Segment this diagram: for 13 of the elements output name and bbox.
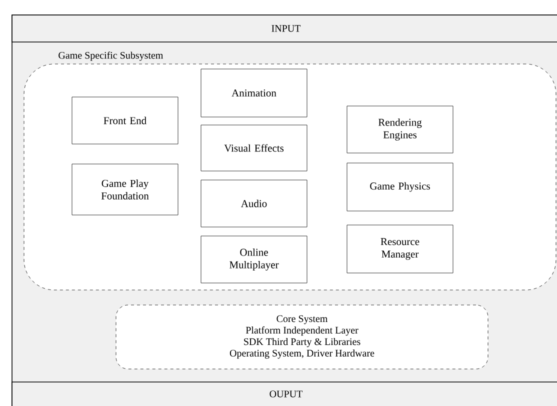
component-box: Online Multiplayer (200, 236, 308, 284)
component-box: Animation (200, 68, 308, 118)
component-box: Front End (72, 96, 178, 144)
band-box: OUPUT (12, 382, 557, 406)
component-box: Rendering Engines (346, 106, 454, 154)
core-layer-box: Core System Platform Independent Layer SDK Third Party & Libraries Operating System, Driver Hardware (116, 304, 488, 370)
node-label: Game Specific Subsystem (58, 52, 164, 61)
component-box: Game Physics (346, 162, 454, 212)
component-box: Resource Manager (346, 224, 454, 274)
component-box: Audio (200, 180, 308, 228)
component-box: Game Play Foundation (72, 164, 178, 216)
band-box: INPUT (12, 14, 557, 42)
component-box: Visual Effects (200, 124, 308, 172)
